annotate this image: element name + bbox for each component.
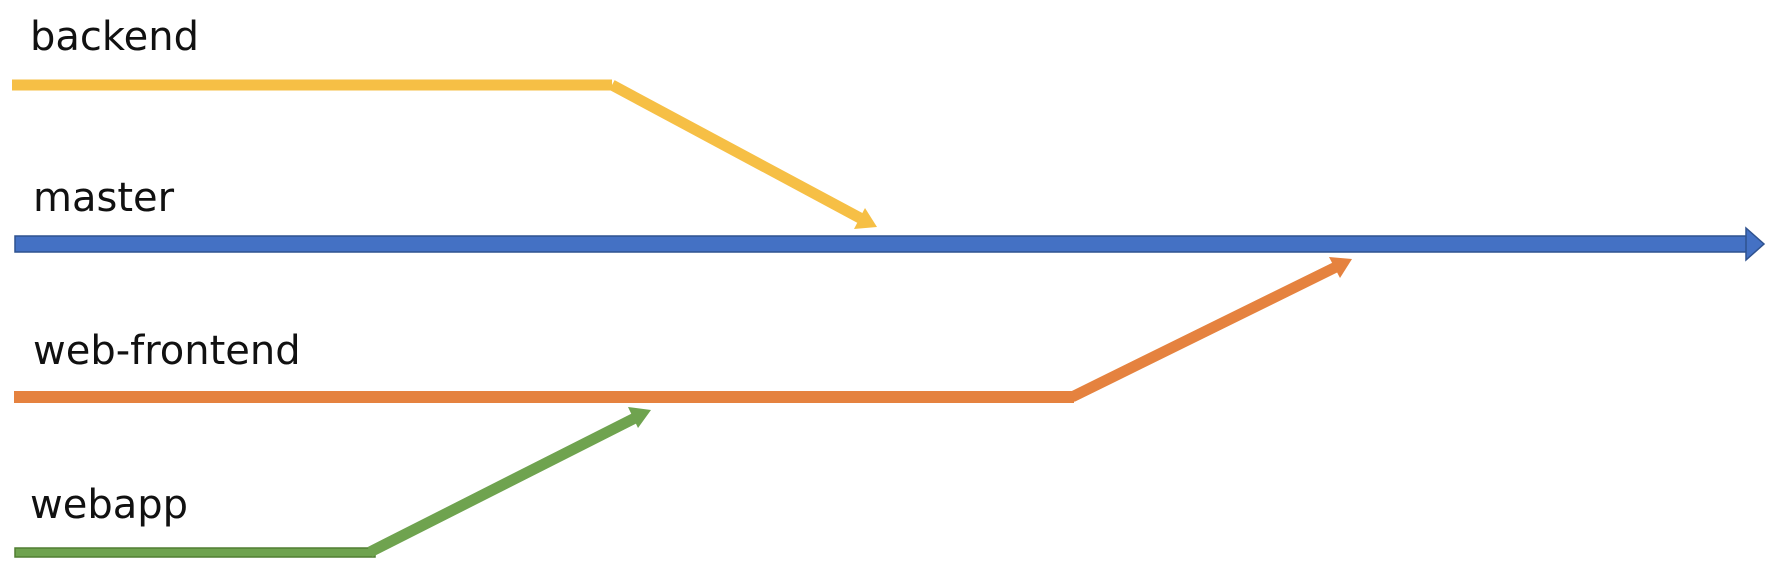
label-webapp: webapp <box>30 482 188 528</box>
label-backend: backend <box>30 14 199 60</box>
label-master: master <box>33 175 175 221</box>
frontend-merge-arrow-shaft <box>1069 262 1339 402</box>
master-shaft <box>14 235 1748 253</box>
backend-branch-line <box>12 79 877 229</box>
frontend-merge-arrowhead <box>1329 257 1352 278</box>
backend-merge-arrowhead <box>854 208 877 229</box>
backend-merge-arrow-shaft <box>609 80 863 223</box>
webapp-merge-arrowhead <box>628 407 651 428</box>
webapp-shaft <box>14 547 376 558</box>
master-branch-line <box>14 226 1766 262</box>
frontend-branch-line <box>14 257 1352 403</box>
label-web-frontend: web-frontend <box>33 328 301 374</box>
webapp-merge-arrow-shaft <box>367 413 638 557</box>
webapp-branch-line <box>14 407 651 558</box>
master-arrowhead <box>1745 226 1766 262</box>
